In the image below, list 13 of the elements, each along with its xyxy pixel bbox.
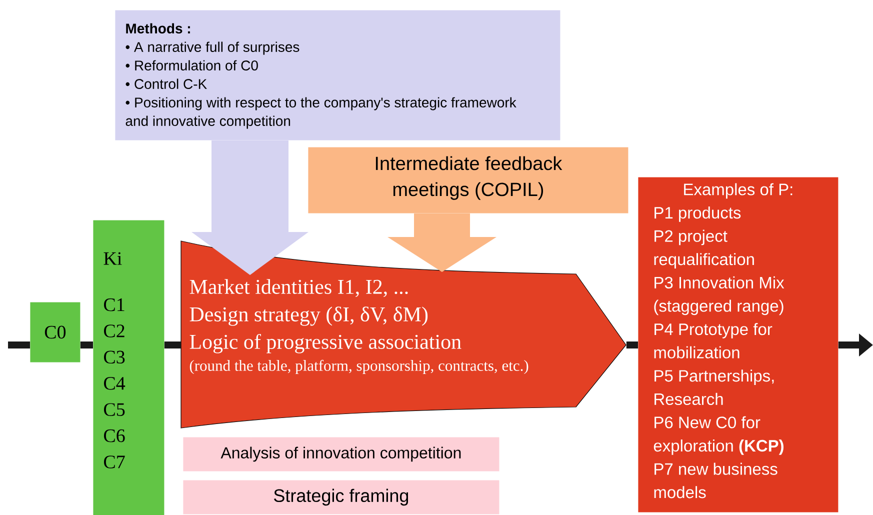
result-box: Examples of P: P1 products P2 project requalification P3 Innovation Mix (staggered range) P4 Prototype for mobilization P5 Partnerships, Research P6 New C0 for exploration (KCP) P7 new business models [638,177,838,512]
flow-line [164,342,181,348]
note-box: Strategic framing [183,480,500,514]
concept-box: C0 [30,302,80,362]
methods-box: Methods : • A narrative full of surprises • Reformulation of C0 • Control C-K • Positioning with respect to the company's strategic framework and innovative competition [115,10,560,140]
knowledge-column: Ki C1 C2 C3 C4 C5 C6 C7 [93,220,164,515]
note-box: Analysis of innovation competition [183,437,500,472]
flow-line [8,342,30,348]
feedback-box: Intermediate feedback meetings (COPIL) [308,147,628,214]
flow-line [80,342,93,348]
block-arrow [192,140,308,275]
block-arrow [388,213,496,272]
flow-line [626,342,638,348]
